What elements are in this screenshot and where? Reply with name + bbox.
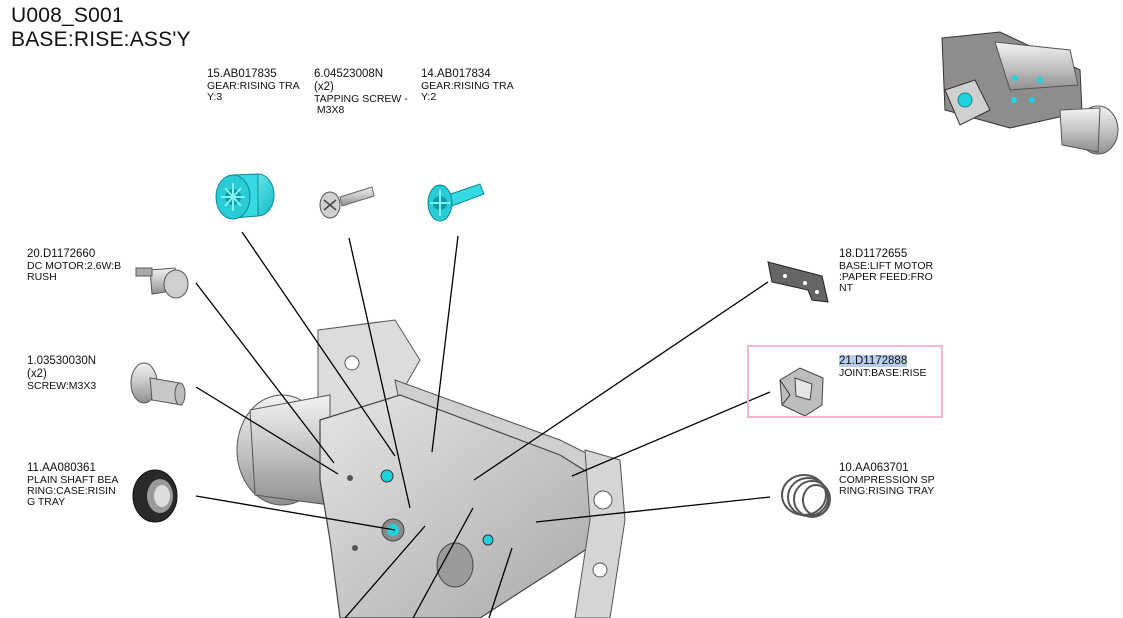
part-label-6[interactable]: 6.04523008N (x2) TAPPING SCREW - M3X8 bbox=[314, 68, 408, 116]
part-label-15[interactable]: 15.AB017835 GEAR:RISING TRA Y:3 bbox=[207, 68, 300, 103]
part-desc-line: PLAIN SHAFT BEA bbox=[27, 474, 119, 486]
lift-motor-base-icon[interactable] bbox=[767, 261, 829, 303]
main-assembly bbox=[236, 319, 626, 618]
part-number: 11.AA080361 bbox=[27, 462, 96, 474]
compression-spring-icon[interactable] bbox=[781, 474, 831, 518]
part-label-21[interactable]: 21.D1172888 JOINT:BASE:RISE bbox=[839, 355, 927, 379]
part-qty: (x2) bbox=[314, 81, 334, 93]
part-number: 20.D1172660 bbox=[27, 248, 96, 260]
part-qty: (x2) bbox=[27, 368, 47, 380]
gear-15-icon[interactable] bbox=[215, 173, 275, 220]
part-label-11[interactable]: 11.AA080361 PLAIN SHAFT BEA RING:CASE:RI… bbox=[27, 462, 118, 508]
part-desc-line: JOINT:BASE:RISE bbox=[839, 367, 927, 379]
part-desc-line: GEAR:RISING TRA bbox=[207, 80, 300, 92]
selection-box bbox=[747, 345, 943, 418]
part-label-20[interactable]: 20.D1172660 DC MOTOR:2.6W:B RUSH bbox=[27, 248, 121, 283]
bearing-icon[interactable] bbox=[132, 469, 178, 523]
part-number: 10.AA063701 bbox=[839, 462, 909, 474]
part-desc-line: TAPPING SCREW - bbox=[314, 93, 408, 105]
part-desc-line: G TRAY bbox=[27, 496, 66, 508]
leader-lines bbox=[195, 231, 771, 618]
part-label-14[interactable]: 14.AB017834 GEAR:RISING TRA Y:2 bbox=[421, 68, 514, 103]
part-number: 6.04523008N bbox=[314, 68, 384, 80]
part-desc-line: RING:RISING TRAY bbox=[839, 485, 935, 497]
part-number: 21.D1172888 bbox=[839, 355, 927, 368]
part-number: 18.D1172655 bbox=[839, 248, 908, 260]
part-desc-line: GEAR:RISING TRA bbox=[421, 80, 514, 92]
screw-m3x3-icon[interactable] bbox=[130, 362, 186, 406]
part-number: 15.AB017835 bbox=[207, 68, 277, 80]
dc-motor-icon[interactable] bbox=[135, 267, 189, 299]
part-desc-line: M3X8 bbox=[314, 104, 345, 116]
part-desc-line: COMPRESSION SP bbox=[839, 474, 935, 486]
part-desc-line: BASE:LIFT MOTOR bbox=[839, 260, 934, 272]
part-number: 1.03530030N bbox=[27, 355, 97, 367]
part-desc-line: Y:3 bbox=[207, 91, 223, 103]
part-number: 14.AB017834 bbox=[421, 68, 491, 80]
part-label-10[interactable]: 10.AA063701 COMPRESSION SP RING:RISING T… bbox=[839, 462, 935, 497]
part-desc-line: SCREW:M3X3 bbox=[27, 380, 97, 392]
part-desc-line: :PAPER FEED:FRO bbox=[839, 271, 933, 283]
part-label-1[interactable]: 1.03530030N (x2) SCREW:M3X3 bbox=[27, 355, 96, 392]
tapping-screw-icon[interactable] bbox=[319, 186, 375, 219]
joint-icon[interactable] bbox=[779, 367, 824, 417]
page-title: BASE:RISE:ASS'Y bbox=[11, 28, 191, 51]
part-desc-line: RING:CASE:RISIN bbox=[27, 485, 116, 497]
part-number-highlight: 21.D1172888 bbox=[839, 355, 908, 367]
assembly-thumbnail bbox=[941, 31, 1119, 155]
part-desc-line: Y:2 bbox=[421, 91, 437, 103]
gear-14-icon[interactable] bbox=[427, 183, 485, 222]
part-label-18[interactable]: 18.D1172655 BASE:LIFT MOTOR :PAPER FEED:… bbox=[839, 248, 933, 294]
part-desc-line: DC MOTOR:2.6W:B bbox=[27, 260, 122, 272]
part-desc-line: RUSH bbox=[27, 271, 57, 283]
part-desc-line: NT bbox=[839, 282, 853, 294]
page-code: U008_S001 bbox=[11, 4, 124, 27]
